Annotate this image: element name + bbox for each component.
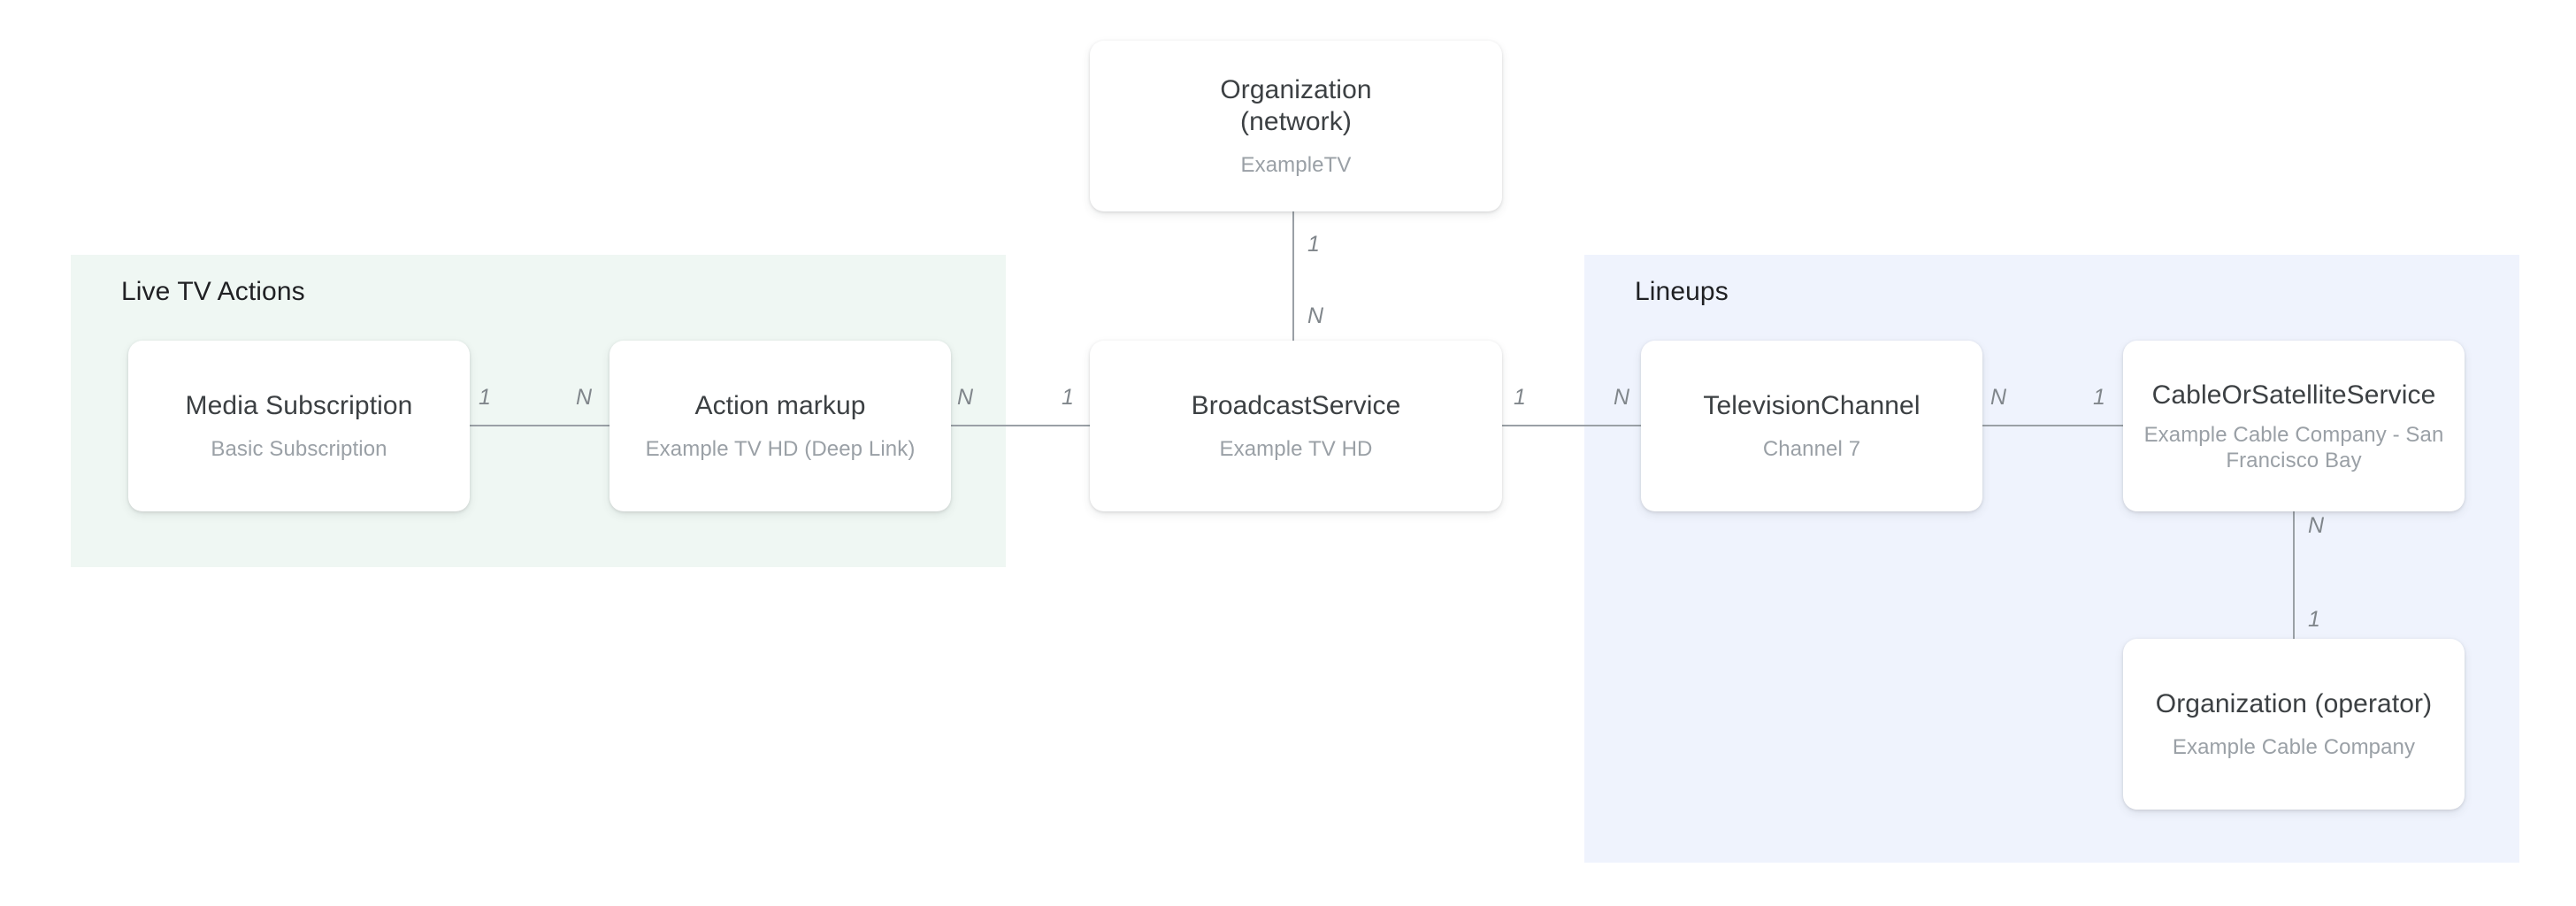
- node-broadcast-service-subtitle: Example TV HD: [1219, 437, 1373, 461]
- edge-action-markup-broadcast-service-line: [939, 425, 1095, 426]
- node-organization-network-title-line2: (network): [1240, 107, 1352, 136]
- edge-cable-or-satellite-service-organization-operator-label-from: N: [2308, 513, 2325, 538]
- node-action-markup[interactable]: Action markup Example TV HD (Deep Link): [610, 341, 951, 511]
- node-television-channel-subtitle: Channel 7: [1762, 437, 1861, 461]
- edge-media-subscription-action-markup-label-to: N: [576, 385, 593, 410]
- node-media-subscription[interactable]: Media Subscription Basic Subscription: [128, 341, 470, 511]
- node-organization-network[interactable]: Organization (network) ExampleTV: [1090, 41, 1502, 211]
- edge-broadcast-service-television-channel-label-to: N: [1614, 385, 1630, 410]
- panel-lineups-title: Lineups: [1635, 277, 1729, 306]
- node-organization-network-subtitle: ExampleTV: [1240, 153, 1352, 177]
- node-organization-operator-subtitle: Example Cable Company: [2172, 735, 2416, 759]
- node-broadcast-service-title: BroadcastService: [1191, 391, 1401, 420]
- edge-organization-network-broadcast-service-label-to: N: [1307, 303, 1324, 328]
- node-cable-or-satellite-service-title: CableOrSatelliteService: [2151, 380, 2436, 410]
- node-organization-network-title-line1: Organization: [1220, 75, 1372, 104]
- edge-television-channel-cable-or-satellite-service-line: [1973, 425, 2130, 426]
- edge-cable-or-satellite-service-organization-operator-line: [2293, 504, 2295, 646]
- edge-broadcast-service-television-channel-label-from: 1: [1514, 385, 1526, 410]
- node-organization-network-title: Organization (network): [1220, 74, 1371, 138]
- node-television-channel[interactable]: TelevisionChannel Channel 7: [1641, 341, 1982, 511]
- edge-action-markup-broadcast-service-label-to: 1: [1062, 385, 1074, 410]
- edge-media-subscription-action-markup-label-from: 1: [479, 385, 491, 410]
- node-media-subscription-subtitle: Basic Subscription: [211, 437, 387, 461]
- node-cable-or-satellite-service-subtitle: Example Cable Company - San Francisco Ba…: [2143, 422, 2444, 472]
- edge-television-channel-cable-or-satellite-service-label-from: N: [1990, 385, 2007, 410]
- edge-action-markup-broadcast-service-label-from: N: [957, 385, 974, 410]
- edge-broadcast-service-television-channel-line: [1495, 425, 1650, 426]
- edge-cable-or-satellite-service-organization-operator-label-to: 1: [2308, 607, 2320, 632]
- node-television-channel-title: TelevisionChannel: [1703, 391, 1920, 420]
- node-action-markup-subtitle: Example TV HD (Deep Link): [645, 437, 916, 461]
- node-organization-operator[interactable]: Organization (operator) Example Cable Co…: [2123, 639, 2465, 810]
- edge-organization-network-broadcast-service-label-from: 1: [1307, 232, 1320, 257]
- edge-television-channel-cable-or-satellite-service-label-to: 1: [2093, 385, 2105, 410]
- node-media-subscription-title: Media Subscription: [185, 391, 413, 420]
- node-broadcast-service[interactable]: BroadcastService Example TV HD: [1090, 341, 1502, 511]
- edge-media-subscription-action-markup-line: [460, 425, 624, 426]
- panel-live-tv-actions-title: Live TV Actions: [121, 277, 305, 306]
- node-organization-operator-title: Organization (operator): [2155, 689, 2433, 718]
- node-action-markup-title: Action markup: [694, 391, 866, 420]
- edge-organization-network-broadcast-service-line: [1292, 205, 1294, 347]
- node-cable-or-satellite-service[interactable]: CableOrSatelliteService Example Cable Co…: [2123, 341, 2465, 511]
